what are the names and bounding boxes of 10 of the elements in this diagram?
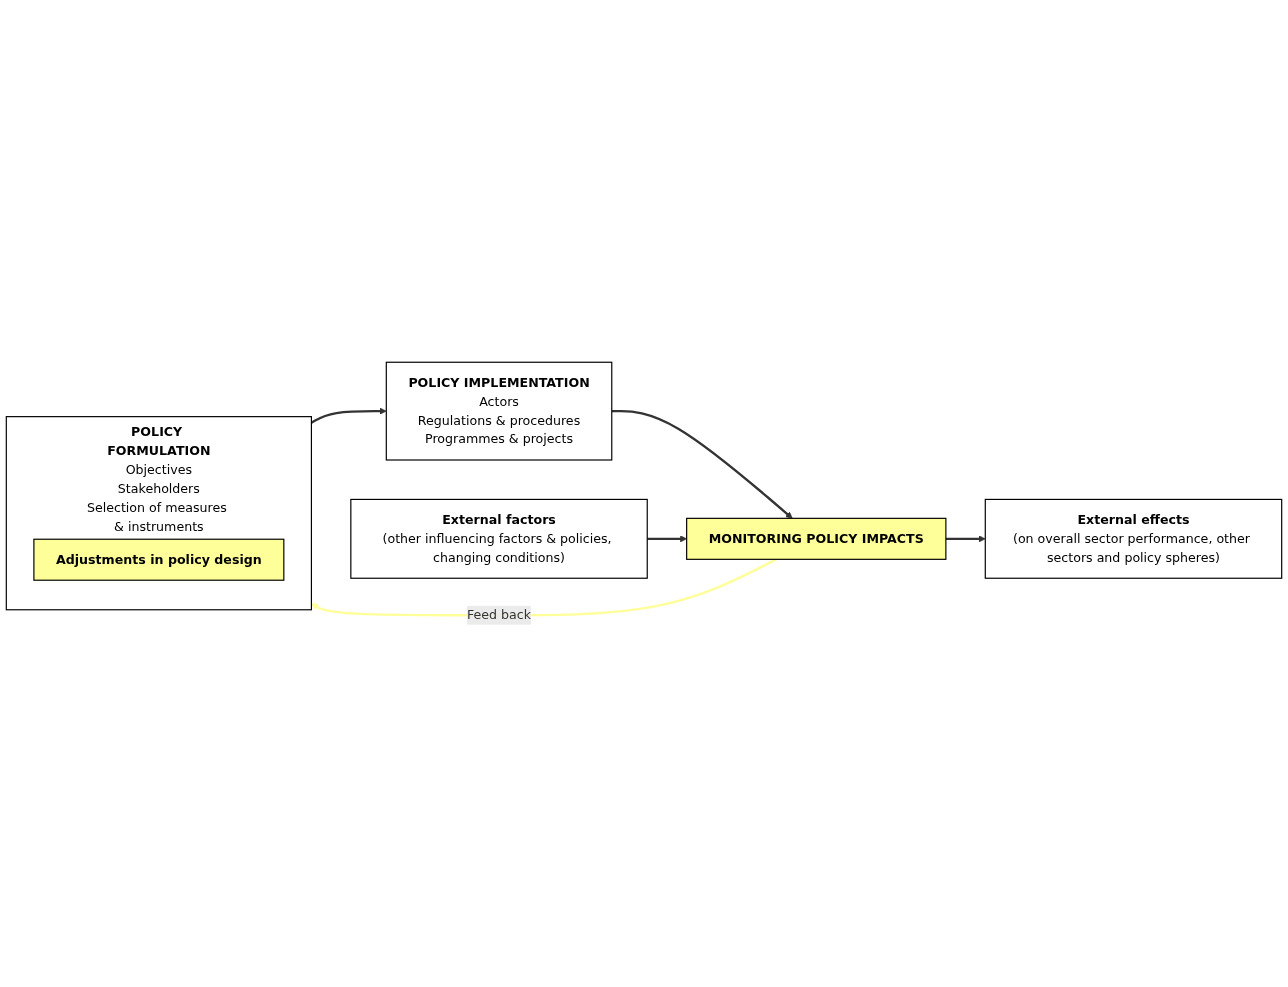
node-box: POLICY IMPLEMENTATION Actors Regulations & procedures Programmes & projects <box>385 361 613 461</box>
edge-label: Feed back <box>467 607 532 623</box>
node-box: External effects (on overall sector performance, other sectors and policy spheres) <box>984 498 1283 579</box>
arrow <box>945 535 986 543</box>
node-box: Adjustments in policy design <box>33 538 285 581</box>
node-box: MONITORING POLICY IMPACTS <box>686 517 947 560</box>
node-box: External factors (other influencing factors & policies, changing conditions) <box>350 498 648 579</box>
arrow <box>611 409 793 519</box>
arrow <box>310 407 387 424</box>
arrow <box>647 535 687 543</box>
